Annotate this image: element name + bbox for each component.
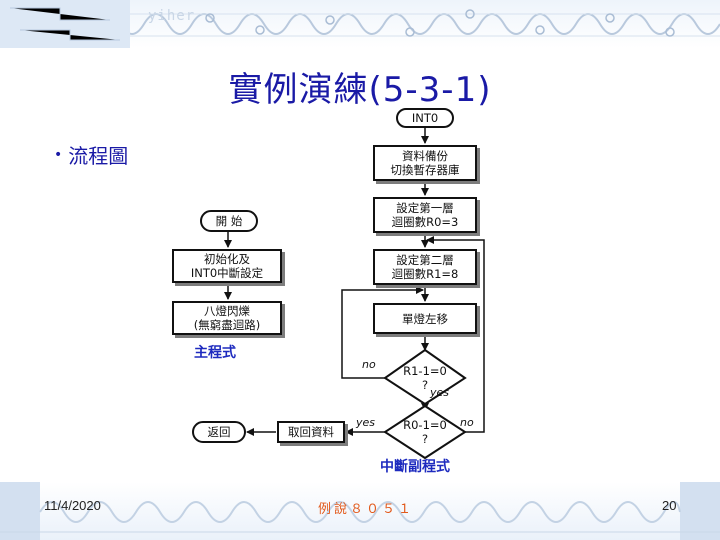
isr-shift-label: 單燈左移 <box>402 311 448 326</box>
isr-restore-label: 取回資料 <box>288 425 334 439</box>
isr-caption: 中斷副程式 <box>380 459 450 475</box>
slide-title: 實例演練(5-3-1) <box>228 70 492 110</box>
isr-entry-terminal: INT0 <box>396 108 454 128</box>
decision-r1-line2: ? <box>421 378 429 392</box>
isr-return-terminal: 返回 <box>192 421 246 443</box>
isr-set-outer-process: 設定第一層 迴圈數R0=3 <box>373 197 477 233</box>
main-program-caption: 主程式 <box>194 345 236 361</box>
isr-shift-process: 單燈左移 <box>373 303 477 334</box>
main-start-label: 開 始 <box>215 214 243 228</box>
isr-set-inner-line1: 設定第二層 <box>396 253 454 267</box>
main-init-line2: INT0中斷設定 <box>190 266 264 280</box>
decision-r1-shape <box>383 348 467 406</box>
label-no-r1: no <box>362 358 376 371</box>
label-yes-r0: yes <box>356 416 376 429</box>
isr-return-label: 返回 <box>207 425 231 439</box>
bullet-text: 流程圖 <box>68 144 129 168</box>
header-decoration <box>0 0 720 48</box>
label-no-r0: no <box>460 416 474 429</box>
page-number: 20 <box>662 498 677 513</box>
isr-save-line2: 切換暫存器庫 <box>390 163 460 177</box>
main-loop-line1: 八燈閃爍 <box>204 304 250 318</box>
isr-save-process: 資料備份 切換暫存器庫 <box>373 145 477 181</box>
isr-entry-label: INT0 <box>411 111 439 125</box>
flowchart-connectors <box>224 128 485 460</box>
decision-r0-line1: R0-1=0 <box>403 418 447 432</box>
isr-restore-process: 取回資料 <box>277 421 345 443</box>
footer-decoration <box>0 482 720 540</box>
main-init-process: 初始化及 INT0中斷設定 <box>172 249 282 283</box>
label-yes-r1: yes <box>430 386 450 399</box>
isr-set-inner-process: 設定第二層 迴圈數R1=8 <box>373 249 477 285</box>
main-loop-process: 八燈閃爍 (無窮盡迴路) <box>172 301 282 335</box>
decision-r1-text: R1-1=0 ? <box>390 364 460 392</box>
isr-set-inner-line2: 迴圈數R1=8 <box>391 267 459 281</box>
footer-date: 11/4/2020 <box>44 498 101 513</box>
main-loop-line2: (無窮盡迴路) <box>193 318 261 332</box>
circuit-wave-decoration <box>0 0 720 48</box>
decision-r1-line1: R1-1=0 <box>403 364 447 378</box>
bullet-dot-icon: • <box>54 146 63 163</box>
isr-save-line1: 資料備份 <box>402 149 448 163</box>
bullet-item: • 流程圖 <box>54 140 128 169</box>
isr-set-outer-line2: 迴圈數R0=3 <box>391 215 459 229</box>
circuit-wave-decoration <box>0 482 720 540</box>
footer-center-text: 例說８０５１ <box>318 502 415 517</box>
decision-r0-text: R0-1=0 ? <box>390 418 460 446</box>
main-start-terminal: 開 始 <box>200 210 258 232</box>
decision-r0-line2: ? <box>421 432 429 446</box>
main-init-line1: 初始化及 <box>204 252 250 266</box>
header-watermark: yiher <box>148 8 196 24</box>
decision-r0-shape <box>383 404 467 460</box>
isr-set-outer-line1: 設定第一層 <box>396 201 454 215</box>
